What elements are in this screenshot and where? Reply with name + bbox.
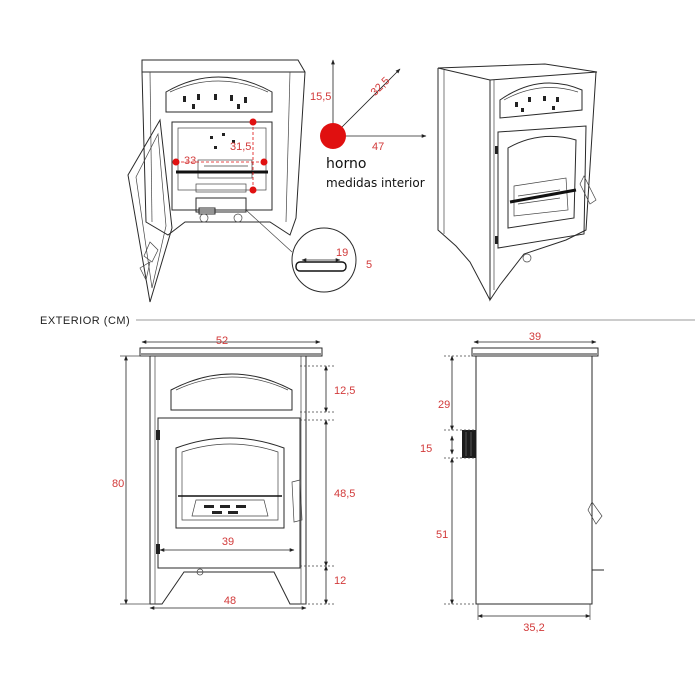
- inner-height-label: 31,5: [230, 141, 251, 153]
- oven-marker: [320, 123, 346, 149]
- inner-dimension-markers: [172, 118, 268, 194]
- front-top-width: 52: [216, 335, 228, 347]
- front-oven-door-height: 12,5: [334, 385, 355, 397]
- side-flue-diameter: 15: [420, 443, 432, 455]
- side-lower-height: 51: [436, 529, 448, 541]
- front-height: 80: [112, 478, 124, 490]
- side-bottom-depth: 35,2: [523, 622, 544, 634]
- side-upper-height: 29: [438, 399, 450, 411]
- oven-height-label: 15,5: [310, 91, 331, 103]
- closed-stove-view: [437, 63, 598, 302]
- inner-width-label: 33: [184, 155, 196, 167]
- exterior-label: EXTERIOR (CM): [40, 315, 130, 327]
- front-elevation: 52 80 12,5 48,5 12 39 48: [112, 335, 355, 610]
- side-elevation: 39 29 15 51 35,2: [420, 331, 604, 634]
- front-inner-width: 39: [222, 536, 234, 548]
- front-bottom-width: 48: [224, 595, 236, 607]
- oven-depth-label: 47: [372, 141, 384, 153]
- side-top-depth: 39: [529, 331, 541, 343]
- oven-dimension-diagram: 15,5 32,5 47 horno medidas interior: [310, 59, 427, 190]
- oven-subtitle: medidas interior: [326, 176, 425, 190]
- oven-diagonal-label: 32,5: [369, 75, 393, 99]
- slot-width-label: 19: [336, 247, 348, 259]
- open-stove-view: 31,5 33: [127, 59, 306, 303]
- section-header: EXTERIOR (CM): [40, 315, 695, 327]
- ash-slot-detail: 19 5: [291, 227, 372, 293]
- front-fire-door-height: 48,5: [334, 488, 355, 500]
- slot-height-label: 5: [366, 259, 372, 271]
- oven-title: horno: [326, 156, 366, 172]
- flue-outlet: [462, 430, 476, 458]
- front-base-height: 12: [334, 575, 346, 587]
